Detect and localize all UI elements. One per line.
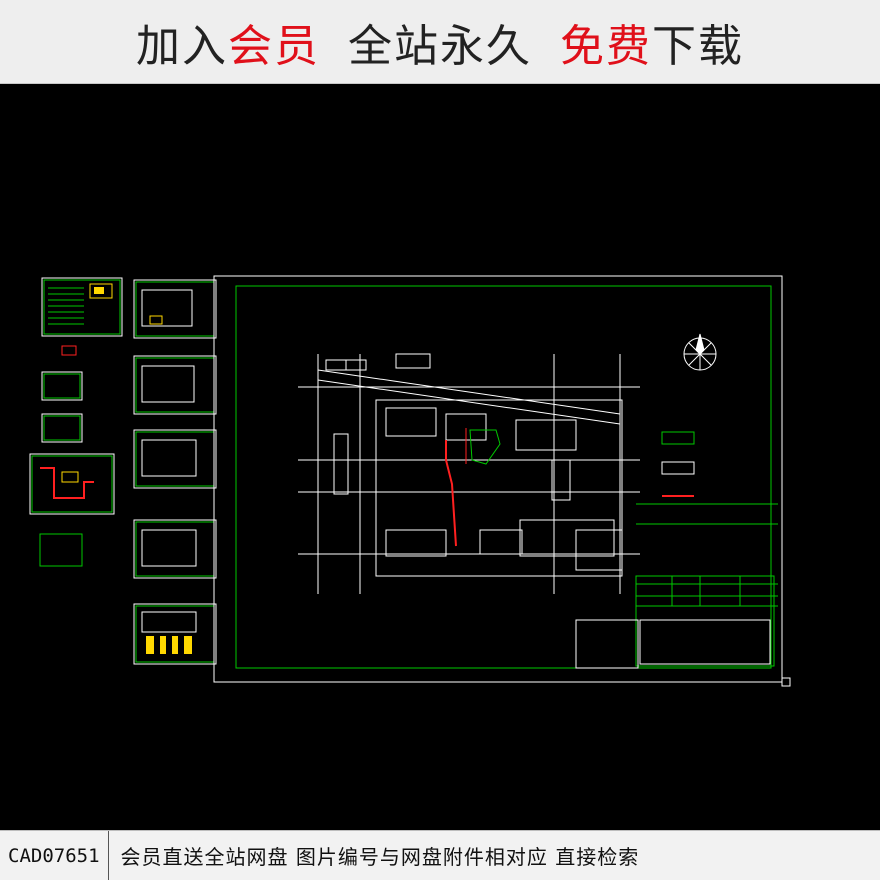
north-arrow-icon [683,333,717,371]
cad-drawing-canvas[interactable] [0,84,880,830]
footer-bar: CAD07651 会员直送全站网盘 图片编号与网盘附件相对应 直接检索 [0,830,880,880]
banner-text-sitewide: 全站永久 [348,20,532,72]
footer-note: 会员直送全站网盘 图片编号与网盘附件相对应 直接检索 [120,845,640,869]
drawing-code: CAD07651 [0,831,109,880]
main-sheet-site-plan [213,275,791,687]
cad-drawing [29,275,791,687]
banner-text-join: 加入 [136,20,228,72]
banner-text-member: 会员 [228,20,320,72]
sheet-thumbnail-group-middle [133,279,217,665]
sheet-thumbnail-group-left [29,277,123,567]
promo-banner: 加入 会员 全站永久 免费 下载 [0,0,880,84]
banner-text-download: 下载 [652,20,744,72]
banner-text-free: 免费 [560,20,652,72]
